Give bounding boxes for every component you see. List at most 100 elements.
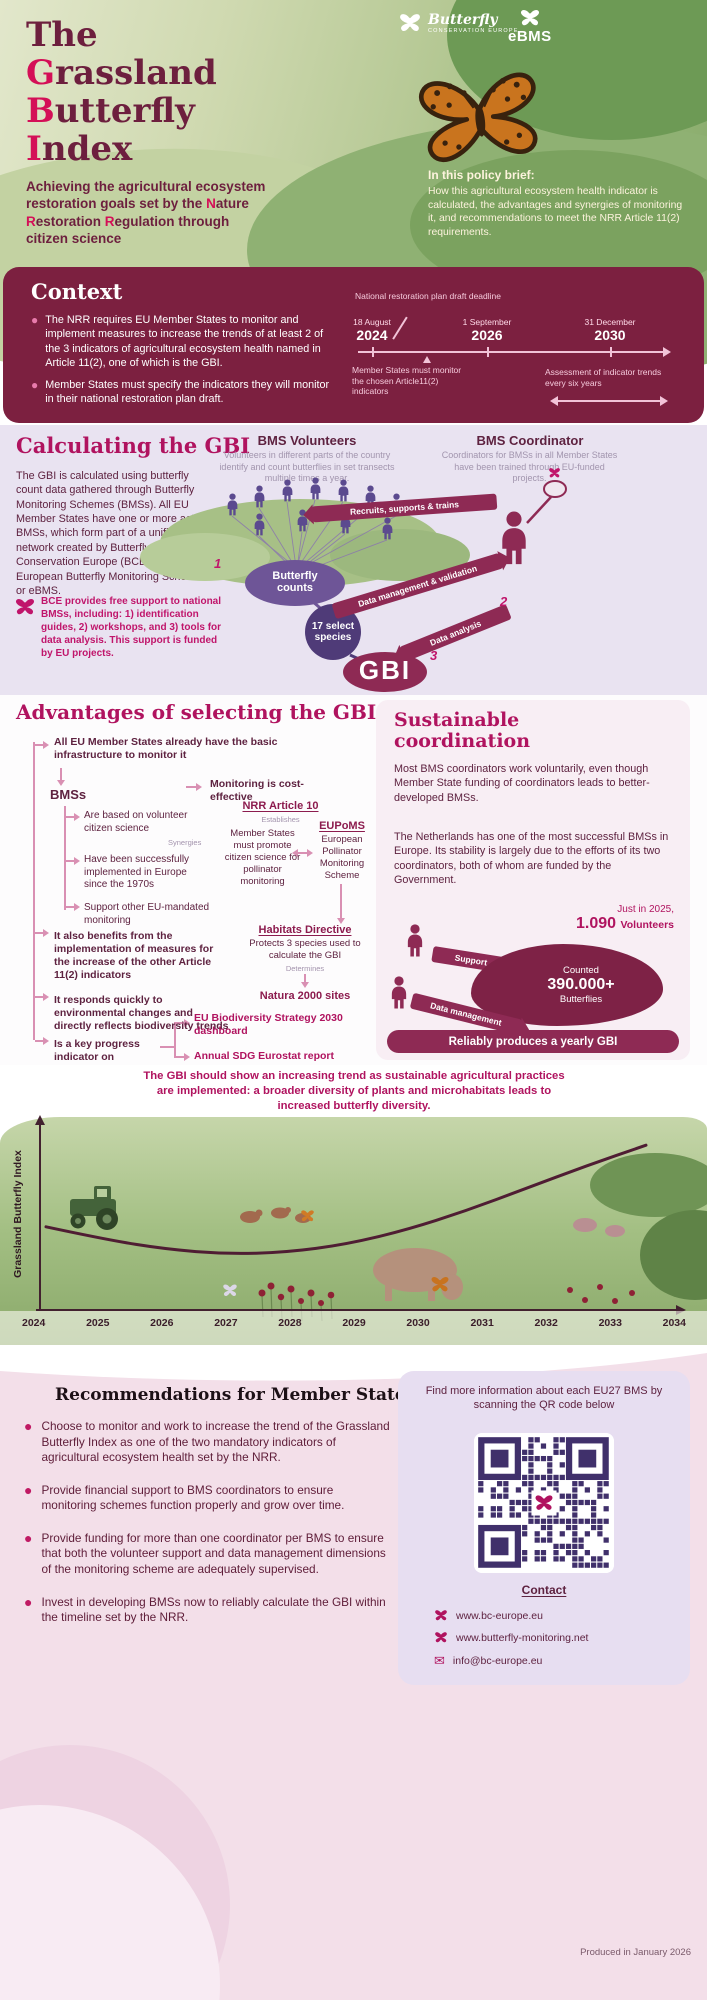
timeline-year: 2024: [356, 327, 388, 343]
year-label: 2033: [598, 1317, 622, 1329]
context-bullet-text: The NRR requires EU Member States to mon…: [45, 314, 324, 369]
policy-brief: In this policy brief: How this agricultu…: [428, 168, 690, 239]
flow-line: [33, 742, 35, 1040]
cost-effective-label: Monitoring is cost-effective: [210, 778, 304, 804]
butterfly-counts-label: Butterfly counts: [272, 570, 318, 595]
gbi-label: GBI: [358, 655, 412, 685]
year-label: 2031: [470, 1317, 494, 1329]
bullet-icon: ●: [24, 1481, 33, 1498]
timeline-range-line: [556, 400, 661, 402]
sustainable-coordination-panel: Sustainable coordination Most BMS coordi…: [376, 700, 690, 1060]
butterflies-label: Butterflies: [559, 994, 603, 1005]
flow-line: [304, 974, 306, 982]
select-species-label: 17 select species: [311, 621, 355, 643]
subtitle-nrr-word: Nature: [206, 196, 249, 212]
list-item: ● Member States must specify the indicat…: [31, 378, 333, 407]
subtitle-nrr-word: Regulation: [104, 213, 175, 229]
year-label: 2027: [214, 1317, 238, 1329]
subtitle-lead: Achieving the agricultural ecosystem res…: [26, 179, 266, 212]
contact-link-text[interactable]: info@bc-europe.eu: [452, 1655, 543, 1667]
recommendations-list: ● Choose to monitor and work to increase…: [24, 1418, 390, 1643]
bullet-icon: ●: [31, 313, 39, 327]
bms-point: Have been successfully implemented in Eu…: [84, 854, 190, 890]
distant-cows: [573, 1218, 625, 1237]
timeline-axis: [358, 351, 663, 353]
butterfly-icon: [519, 8, 541, 28]
context-bullets: ● The NRR requires EU Member States to m…: [31, 313, 333, 415]
white-butterfly: [223, 1284, 237, 1296]
timeline-range-left-arrow: [550, 396, 558, 406]
advantage-item: It responds quickly to environmental cha…: [54, 994, 229, 1033]
info-card: Find more information about each EU27 BM…: [398, 1371, 690, 1685]
just-in-label: Just in 2025,: [617, 904, 674, 915]
timeline-up-arrow: [423, 356, 431, 363]
recommendation-text: Invest in developing BMSs now to reliabl…: [41, 1594, 386, 1625]
timeline-event: 18 August 2024: [332, 317, 412, 343]
flow-arrow: [43, 929, 49, 937]
volunteer-icon: [404, 924, 426, 957]
recommendation-text: Choose to monitor and work to increase t…: [41, 1419, 390, 1465]
flow-line: [176, 1056, 184, 1058]
timeline-range-right-arrow: [660, 396, 668, 406]
support-arrow-label: Support: [454, 952, 488, 968]
contact-link-text[interactable]: www.bc-europe.eu: [456, 1609, 543, 1622]
flow-arrow: [74, 903, 80, 911]
eupoms-text: European Pollinator Monitoring Scheme: [319, 834, 365, 881]
year-label: 2025: [86, 1317, 110, 1329]
flow-line: [176, 1022, 184, 1024]
flow-line: [186, 786, 196, 788]
flow-arrow: [301, 982, 309, 988]
counted-label: Counted: [563, 965, 599, 976]
advantage-item: All EU Member States already have the ba…: [54, 736, 278, 762]
ebms-logo-text: eBMS: [508, 28, 552, 45]
butterflies-value: 390.000+: [547, 976, 615, 993]
policy-brief-text: How this agricultural ecosystem health i…: [428, 186, 683, 238]
bullet-icon: ●: [24, 1529, 33, 1546]
calculating-body: The GBI is calculated using butterfly co…: [16, 470, 209, 597]
list-item: ● The NRR requires EU Member States to m…: [31, 313, 333, 370]
x-axis-strip: [0, 1311, 707, 1345]
indicator-item: EU Biodiversity Strategy 2030 dashboard: [194, 1012, 343, 1038]
policy-brief-title: In this policy brief:: [428, 168, 535, 182]
coordinator-icon: [388, 976, 410, 1009]
contact-link[interactable]: www.butterfly-monitoring.net: [434, 1631, 588, 1644]
bmss-label: BMSs: [50, 787, 87, 802]
contact-link-text[interactable]: www.butterfly-monitoring.net: [456, 1631, 589, 1644]
gbi-diagram: [140, 468, 567, 692]
list-item: ● Invest in developing BMSs now to relia…: [24, 1594, 390, 1626]
title-line: The: [26, 15, 98, 55]
timeline-deadline-label: National restoration plan draft deadline: [354, 291, 501, 301]
recommendation-text: Provide financial support to BMS coordin…: [41, 1482, 345, 1513]
coordinator-figure: [502, 468, 567, 565]
timeline-event: 1 September 2026: [447, 317, 527, 343]
contact-link[interactable]: ✉ info@bc-europe.eu: [434, 1653, 542, 1669]
subtitle-tail: through citizen science: [26, 213, 230, 246]
title-line: Butterfly: [26, 91, 195, 132]
recommendations-section: Recommendations for Member States ● Choo…: [0, 1345, 707, 2000]
contact-link[interactable]: www.bc-europe.eu: [434, 1609, 543, 1622]
flow-line: [35, 996, 43, 998]
timeline-tick: [372, 347, 374, 357]
butterfly-icon: [434, 1609, 448, 1622]
yearly-gbi-banner: Reliably produces a yearly GBI: [387, 1030, 679, 1053]
timeline-tick: [610, 347, 612, 357]
volunteers-value: 1.090: [576, 915, 617, 932]
nrr-article-10-label: NRR Article 10: [242, 800, 319, 812]
step-number: 3: [430, 648, 438, 663]
subtitle: Achieving the agricultural ecosystem res…: [26, 178, 266, 247]
year-label: 2026: [150, 1317, 174, 1329]
flow-line: [35, 1040, 43, 1042]
flow-line: [35, 932, 43, 934]
panel-title: Sustainable coordination: [394, 709, 531, 752]
bms-point: Support other EU-mandated monitoring: [84, 902, 210, 926]
context-bullet-text: Member States must specify the indicator…: [45, 379, 330, 406]
step-number: 2: [500, 594, 508, 609]
bms-point: Are based on volunteer citizen science: [84, 810, 188, 834]
y-axis-arrowhead: [35, 1115, 45, 1125]
flow-line: [60, 768, 62, 780]
step-number: 1: [214, 556, 222, 571]
timeline-year: 2030: [594, 327, 626, 343]
year-label: 2030: [406, 1317, 430, 1329]
